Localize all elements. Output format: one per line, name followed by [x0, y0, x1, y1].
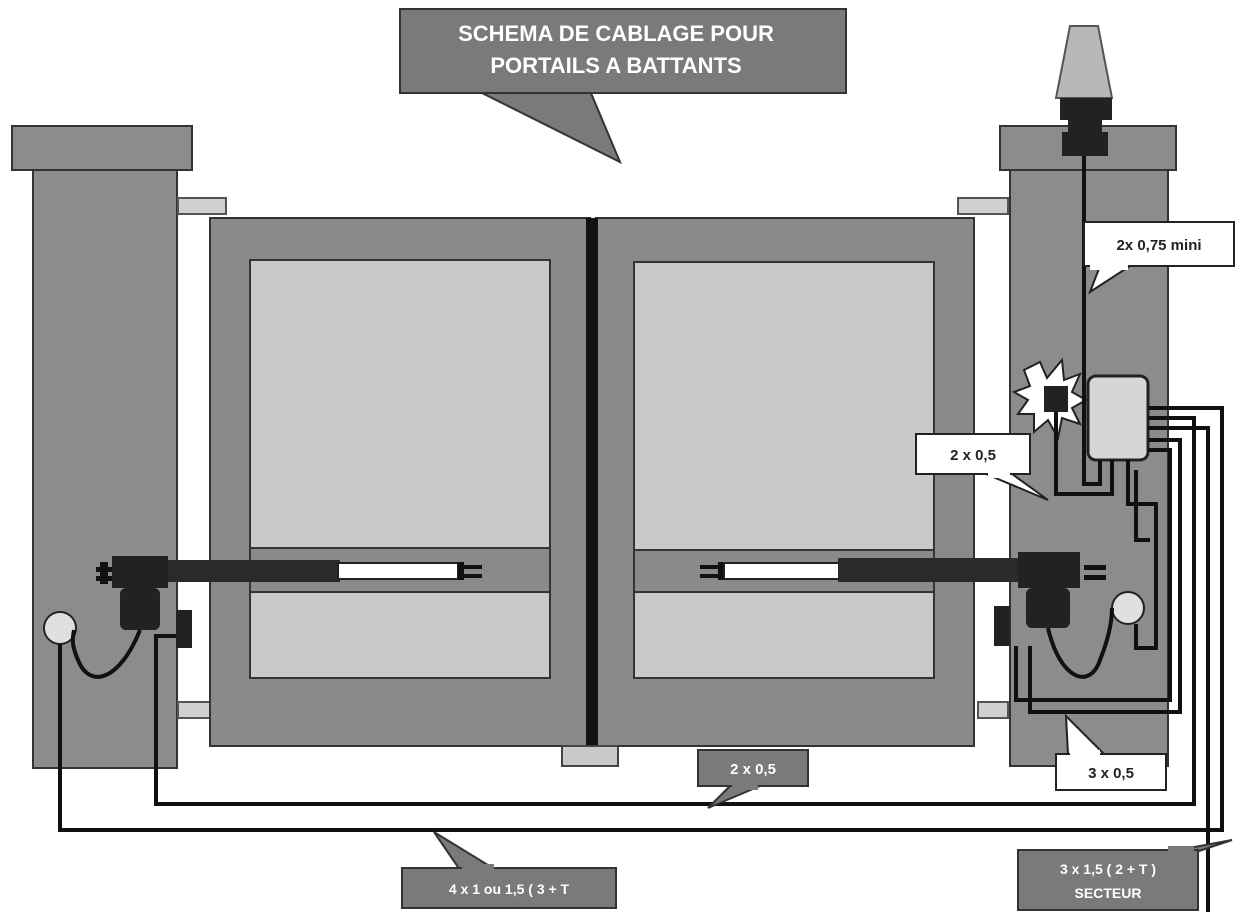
center-stop-bar: [586, 218, 598, 746]
hinges: [177, 197, 1009, 719]
mains-label-line-1: 3 x 1,5 ( 2 + T ): [1060, 861, 1156, 877]
motor-feed-label: 4 x 1 ou 1,5 ( 3 + T: [449, 881, 570, 897]
photocell-cable-label: 2 x 0,5: [950, 447, 996, 464]
right-photocell: [994, 606, 1010, 646]
left-pillar: [11, 125, 193, 769]
control-unit: [1086, 374, 1150, 462]
left-actuator: [96, 556, 482, 630]
key-switch-icon: [1011, 357, 1089, 441]
title-line-2: PORTAILS A BATTANTS: [490, 53, 741, 78]
left-photocell: [176, 610, 192, 648]
right-pillar: [999, 125, 1177, 767]
photocell-cable-callout: 2 x 0,5: [915, 433, 1049, 501]
flashing-lamp-icon: [1054, 25, 1114, 156]
cross-cable-label: 2 x 0,5: [730, 761, 776, 778]
title-line-1: SCHEMA DE CABLAGE POUR: [458, 21, 774, 46]
mains-callout: 3 x 1,5 ( 2 + T ) SECTEUR: [1017, 839, 1233, 911]
lamp-cable-callout: 2x 0,75 mini: [1083, 221, 1235, 295]
mains-label-line-2: SECTEUR: [1075, 885, 1142, 901]
right-junction-box: [1111, 591, 1145, 625]
title-callout: SCHEMA DE CABLAGE POUR PORTAILS A BATTAN…: [399, 8, 847, 165]
cross-cable-callout: 2 x 0,5: [697, 749, 809, 809]
ground-stop: [561, 745, 619, 767]
cables: [58, 156, 1224, 912]
motor-cable-callout: 3 x 0,5: [1055, 713, 1167, 791]
lamp-cable-label: 2x 0,75 mini: [1116, 237, 1201, 254]
right-gate-leaf: [595, 217, 975, 747]
right-actuator: [700, 552, 1106, 628]
motor-feed-callout: 4 x 1 ou 1,5 ( 3 + T: [401, 831, 617, 909]
left-gate-leaf: [209, 217, 591, 747]
motor-cable-label: 3 x 0,5: [1088, 765, 1134, 782]
